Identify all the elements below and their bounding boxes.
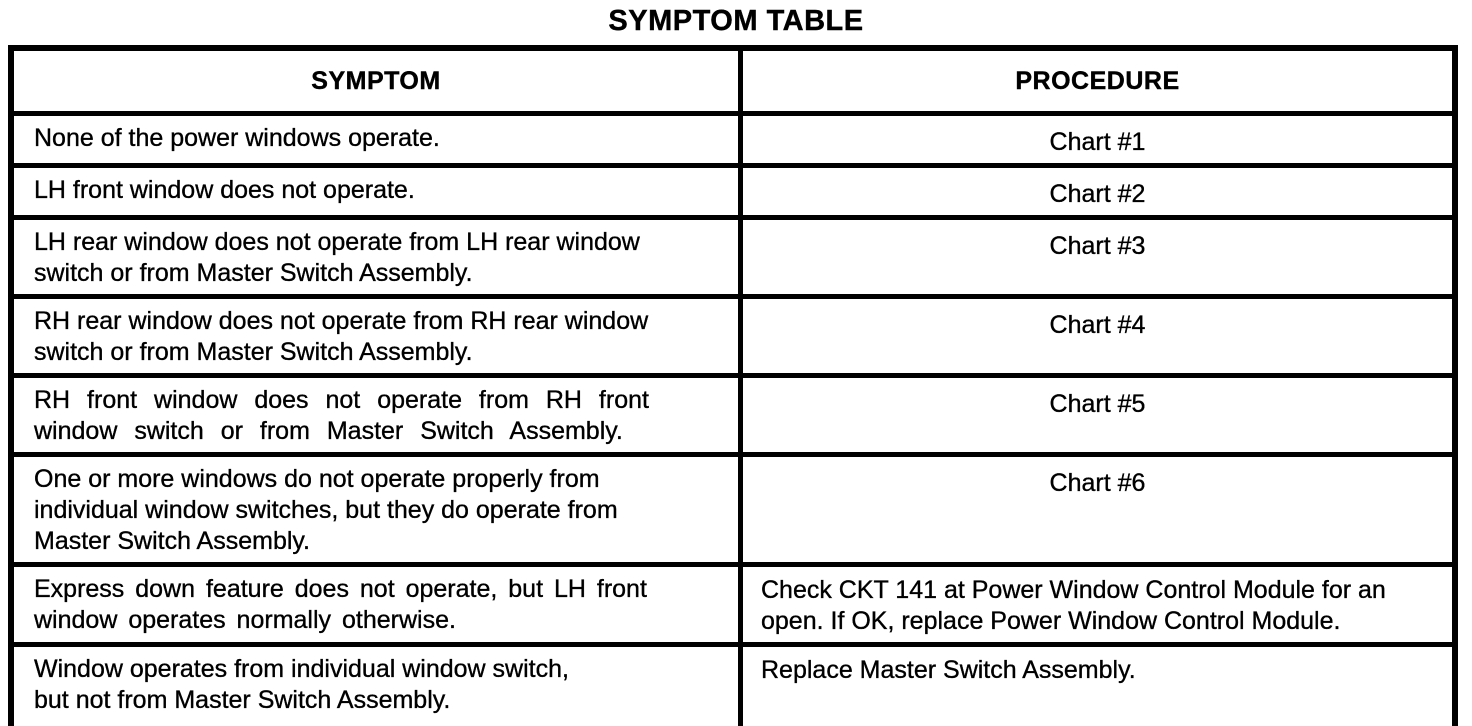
procedure-cell: Chart #2 [738,163,1458,220]
table-row: RH rear window does not operate from RH … [8,294,1458,378]
table-row: One or more windows do not operate prope… [8,452,1458,567]
symptom-cell: One or more windows do not operate prope… [8,452,743,567]
procedure-cell: Chart #3 [738,215,1458,299]
procedure-cell: Chart #5 [738,373,1458,457]
symptom-table: SYMPTOM PROCEDURE None of the power wind… [8,45,1458,726]
column-header-procedure: PROCEDURE [738,45,1458,116]
symptom-cell: Window operates from individual window s… [8,642,743,726]
symptom-cell: LH front window does not operate. [8,163,743,220]
header-row: SYMPTOM PROCEDURE [8,45,1458,116]
symptom-cell: RH front window does not operate from RH… [8,373,743,457]
procedure-cell: Replace Master Switch Assembly. [738,642,1458,726]
table-row: Express down feature does not operate, b… [8,562,1458,647]
table-row: None of the power windows operate. Chart… [8,111,1458,168]
table-row: RH front window does not operate from RH… [8,373,1458,457]
symptom-cell: LH rear window does not operate from LH … [8,215,743,299]
page-title: SYMPTOM TABLE [608,5,864,37]
procedure-cell: Chart #4 [738,294,1458,378]
column-header-symptom: SYMPTOM [8,45,743,116]
procedure-cell: Check CKT 141 at Power Window Control Mo… [738,562,1458,647]
symptom-cell: Express down feature does not operate, b… [8,562,743,647]
symptom-cell: RH rear window does not operate from RH … [8,294,743,378]
table-row: LH front window does not operate. Chart … [8,163,1458,220]
table-row: Window operates from individual window s… [8,642,1458,726]
procedure-cell: Chart #6 [738,452,1458,567]
table-row: LH rear window does not operate from LH … [8,215,1458,299]
procedure-cell: Chart #1 [738,111,1458,168]
symptom-cell: None of the power windows operate. [8,111,743,168]
